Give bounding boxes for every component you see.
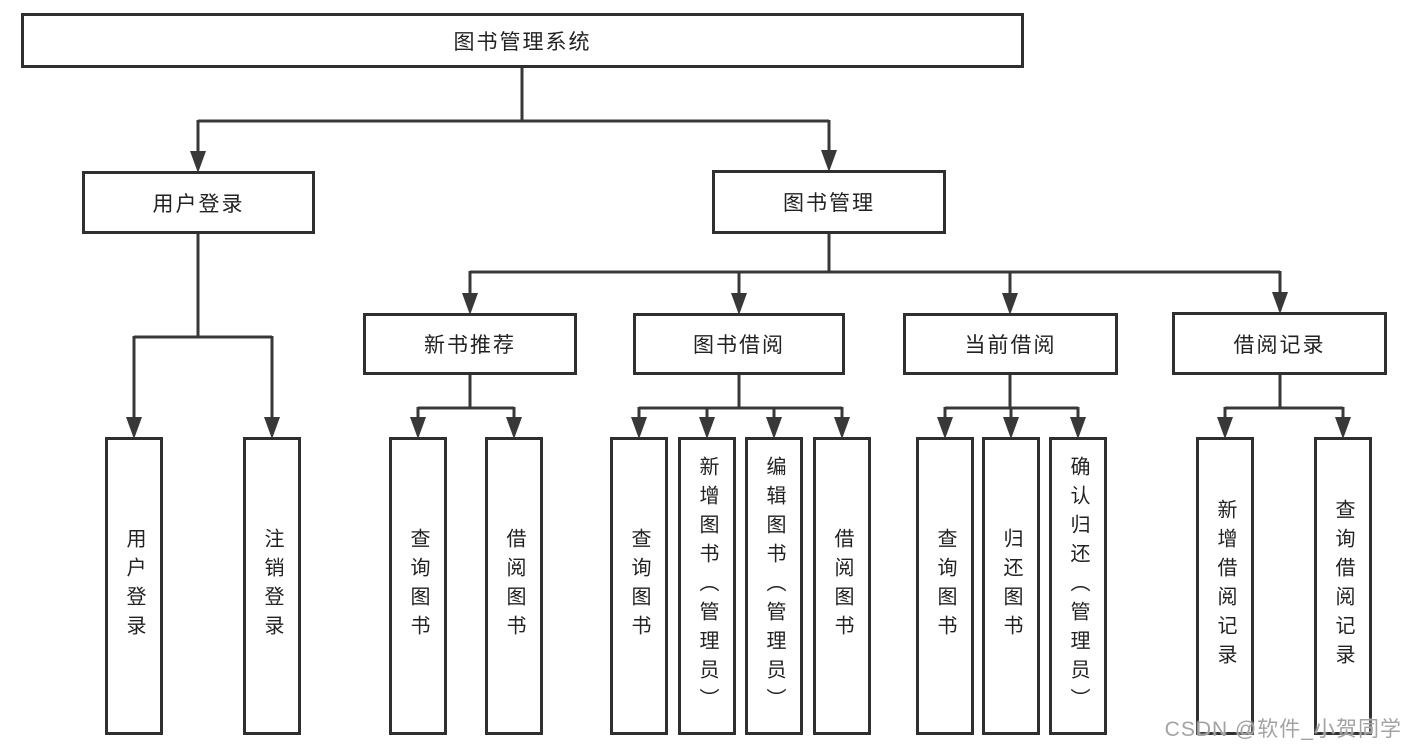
leaf-return-book: 归还图书 [982, 437, 1040, 735]
node-book-borrowing: 图书借阅 [633, 313, 845, 375]
leaf-edit-book-admin: 编辑图书（管理员） [745, 437, 803, 735]
node-label: 查询借阅记录 [1332, 499, 1354, 673]
leaf-query-borrow-record: 查询借阅记录 [1314, 437, 1372, 735]
arrow-down-icon [937, 417, 953, 439]
arrow-down-icon [834, 417, 850, 439]
node-label: 用户登录 [123, 528, 145, 644]
node-label: 查询图书 [628, 528, 650, 644]
node-new-book-recommendation: 新书推荐 [363, 313, 577, 375]
arrow-down-icon [264, 417, 280, 439]
leaf-user-login: 用户登录 [105, 437, 163, 735]
arrow-down-icon [1002, 293, 1018, 315]
arrow-down-icon [1272, 292, 1288, 314]
arrow-down-icon [126, 417, 142, 439]
leaf-query-books-borrowing: 查询图书 [610, 437, 668, 735]
node-label: 借阅记录 [1233, 333, 1326, 357]
node-label: 图书管理 [783, 192, 875, 215]
leaf-borrow-books-recommend: 借阅图书 [485, 437, 543, 735]
arrow-down-icon [1335, 417, 1351, 439]
node-borrowing-records: 借阅记录 [1172, 312, 1387, 375]
csdn-watermark: CSDN @软件_小贺同学 [1164, 718, 1402, 741]
node-label: 注销登录 [261, 528, 283, 644]
arrow-down-icon [699, 417, 715, 439]
node-label: 用户登录 [152, 192, 245, 216]
arrow-down-icon [410, 417, 426, 439]
node-user-login-branch: 用户登录 [82, 171, 315, 234]
leaf-confirm-return-admin: 确认归还（管理员） [1049, 437, 1107, 735]
node-current-borrowing: 当前借阅 [903, 313, 1118, 375]
arrow-down-icon [821, 150, 837, 172]
arrow-down-icon [190, 151, 206, 173]
node-book-management: 图书管理 [712, 170, 946, 234]
node-label: 归还图书 [1000, 528, 1022, 644]
node-label: 确认归还（管理员） [1067, 455, 1089, 717]
leaf-add-book-admin: 新增图书（管理员） [678, 437, 736, 735]
arrow-down-icon [1217, 417, 1233, 439]
arrow-down-icon [1070, 417, 1086, 439]
leaf-borrow-books-borrowing: 借阅图书 [813, 437, 871, 735]
node-label: 新增图书（管理员） [696, 455, 718, 717]
arrow-down-icon [1003, 417, 1019, 439]
node-label: 编辑图书（管理员） [763, 455, 785, 717]
arrow-down-icon [631, 417, 647, 439]
node-label: 图书借阅 [693, 334, 785, 357]
node-label: 借阅图书 [503, 528, 525, 644]
node-label: 查询图书 [407, 528, 429, 644]
node-label: 查询图书 [934, 528, 956, 644]
node-label: 图书管理系统 [453, 30, 592, 54]
node-label: 当前借阅 [964, 334, 1057, 357]
node-label: 新书推荐 [424, 334, 516, 357]
arrow-down-icon [506, 417, 522, 439]
arrow-down-icon [462, 293, 478, 315]
arrow-down-icon [766, 417, 782, 439]
node-label: 借阅图书 [831, 528, 853, 644]
node-library-management-system: 图书管理系统 [21, 13, 1024, 68]
leaf-add-borrow-record: 新增借阅记录 [1196, 437, 1254, 735]
leaf-query-books-recommend: 查询图书 [389, 437, 447, 735]
leaf-logout: 注销登录 [243, 437, 301, 735]
arrow-down-icon [731, 293, 747, 315]
leaf-query-books-current: 查询图书 [916, 437, 974, 735]
node-label: 新增借阅记录 [1214, 499, 1236, 673]
arrowheads [126, 150, 1351, 439]
tree-edges [132, 68, 1345, 419]
